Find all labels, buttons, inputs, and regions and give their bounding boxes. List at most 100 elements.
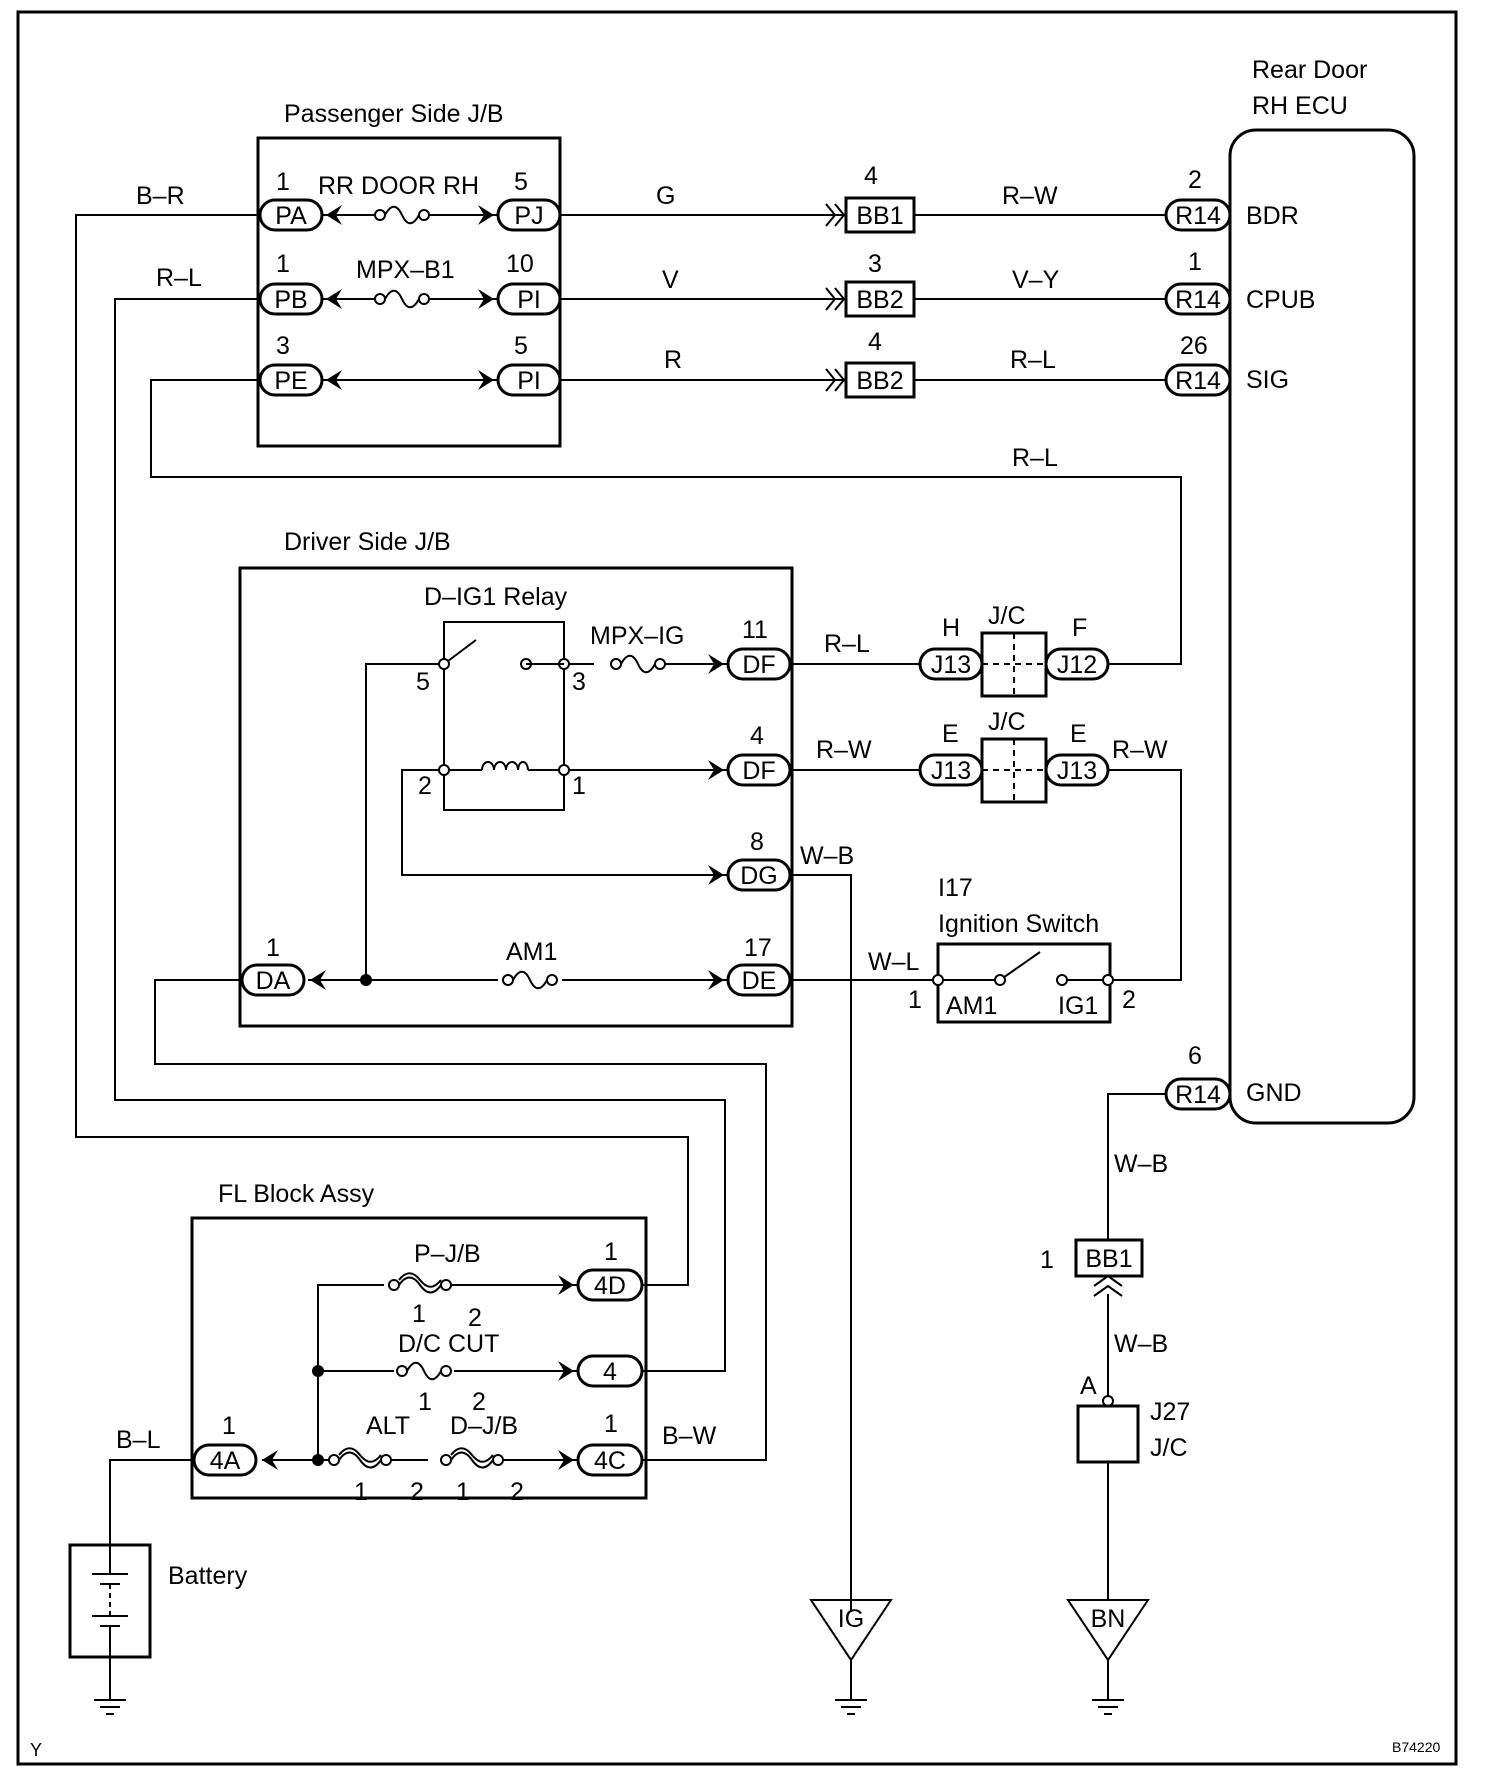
connector-df-11	[726, 647, 792, 681]
ecu-label-line1: Rear Door	[1252, 56, 1367, 84]
pin-4d-1: 1	[604, 1238, 618, 1266]
pin-pjb-1: 1	[412, 1300, 426, 1328]
wire-label-v: V	[662, 266, 679, 294]
connector-pb-label: PB	[274, 286, 307, 314]
connector-4a-label: 4A	[210, 1447, 241, 1475]
pin-pb-1: 1	[276, 250, 290, 278]
pin-pa-1: 1	[276, 168, 290, 196]
ground-bn-label: BN	[1091, 1605, 1126, 1633]
ignition-switch-id: I17	[938, 874, 973, 902]
connector-j13-h-label: J13	[931, 651, 971, 679]
connector-j13-e-right	[1044, 753, 1110, 787]
connector-4a	[192, 1443, 258, 1477]
connector-bb2-4	[844, 361, 916, 399]
pin-da-1: 1	[266, 934, 280, 962]
pin-bb1-4: 4	[864, 162, 878, 190]
wire-label-w-b-dg: W–B	[800, 842, 854, 870]
pin-relay-2: 2	[418, 772, 432, 800]
pin-pi-10: 10	[506, 250, 534, 278]
pin-4c-1: 1	[604, 1410, 618, 1438]
connector-j13-e-right-label: J13	[1057, 757, 1097, 785]
pin-j13-h: H	[942, 614, 960, 642]
pin-r14-2: 2	[1188, 166, 1202, 194]
pin-bb1-1: 1	[1040, 1246, 1054, 1274]
connector-de	[726, 963, 792, 997]
connector-bb2-3	[844, 280, 916, 318]
driver-jb-label: Driver Side J/B	[284, 528, 451, 556]
fl-block-label: FL Block Assy	[218, 1180, 375, 1208]
connector-4	[576, 1354, 644, 1388]
pin-r14-26: 26	[1180, 332, 1208, 360]
ground-bn-symbol	[1091, 1699, 1125, 1715]
fuse-dc-cut: D/C CUT	[398, 1330, 499, 1358]
pin-bb2-3: 3	[868, 250, 882, 278]
wire-label-w-l: W–L	[868, 948, 920, 976]
pin-4a-1: 1	[222, 1412, 236, 1440]
connector-pi-10-label: PI	[517, 286, 541, 314]
pin-dc-1: 1	[418, 1388, 432, 1416]
connector-4-label: 4	[603, 1358, 617, 1386]
rear-door-ecu-box	[1228, 128, 1416, 1125]
connector-r14-bdr-label: R14	[1175, 202, 1221, 230]
pin-df-4: 4	[750, 722, 764, 750]
jc-upper-label: J/C	[988, 602, 1026, 630]
passenger-jb-label: Passenger Side J/B	[284, 100, 504, 128]
pin-pjb-2: 2	[468, 1304, 482, 1332]
connector-df-4-label: DF	[742, 757, 775, 785]
wire-label-r: R	[664, 346, 682, 374]
pin-j12-f: F	[1072, 614, 1087, 642]
connector-j13-e-left-label: J13	[931, 757, 971, 785]
relay-label: D–IG1 Relay	[424, 583, 568, 611]
ignition-switch-ig1: IG1	[1058, 992, 1098, 1020]
connector-4d-label: 4D	[594, 1272, 626, 1300]
connector-r14-sig-label: R14	[1175, 367, 1221, 395]
fuse-p-jb: P–J/B	[414, 1240, 481, 1268]
fuse-mpx-b1: MPX–B1	[356, 256, 455, 284]
connector-bb1-label: BB1	[856, 202, 903, 230]
corner-letter: Y	[30, 1740, 42, 1760]
fuse-alt: ALT	[366, 1412, 410, 1440]
connector-r14-cpub-label: R14	[1175, 286, 1221, 314]
passenger-jb-box	[256, 136, 562, 448]
driver-jb-box	[238, 566, 794, 1028]
connector-r14-sig	[1164, 363, 1232, 397]
ground-ig-label: IG	[838, 1605, 864, 1633]
ground-bn-triangle	[1066, 1599, 1150, 1662]
pin-relay-5: 5	[416, 668, 430, 696]
ecu-label-line2: RH ECU	[1252, 92, 1348, 120]
jc-lower-label: J/C	[988, 708, 1026, 736]
connector-pi-5	[496, 363, 562, 397]
pin-j13-e-right: E	[1070, 720, 1087, 748]
relay-box	[443, 621, 565, 811]
connector-4d	[576, 1268, 644, 1302]
pin-djb-2: 2	[510, 1478, 524, 1506]
pin-pe-3: 3	[276, 332, 290, 360]
fl-block-box	[190, 1216, 648, 1500]
connector-pj-label: PJ	[514, 202, 543, 230]
connector-bb2-4-label: BB2	[856, 367, 903, 395]
ground-ig-symbol	[834, 1699, 868, 1715]
connector-r14-gnd-label: R14	[1175, 1081, 1221, 1109]
pin-relay-3: 3	[572, 668, 586, 696]
ecu-terminal-bdr: BDR	[1246, 202, 1299, 230]
jc-j27-id: J27	[1150, 1398, 1190, 1426]
jc-lower-box	[980, 737, 1048, 804]
connector-j12-f	[1044, 647, 1110, 681]
jc-upper-box	[980, 631, 1048, 698]
wire-label-w-b-gnd: W–B	[1114, 1150, 1168, 1178]
battery-ground	[93, 1699, 127, 1715]
connector-pe	[258, 363, 324, 397]
pin-r14-1: 1	[1188, 248, 1202, 276]
connector-bb1	[844, 196, 916, 234]
connector-df-11-label: DF	[742, 651, 775, 679]
connector-pa-label: PA	[275, 202, 307, 230]
connector-da	[240, 963, 306, 997]
connector-bb1-ground	[1074, 1238, 1144, 1278]
connector-pa	[258, 198, 324, 232]
ground-ig-triangle	[809, 1599, 893, 1662]
connector-de-label: DE	[742, 967, 777, 995]
fuse-am1: AM1	[506, 938, 557, 966]
connector-dg-label: DG	[740, 862, 778, 890]
pin-de-17: 17	[744, 934, 772, 962]
